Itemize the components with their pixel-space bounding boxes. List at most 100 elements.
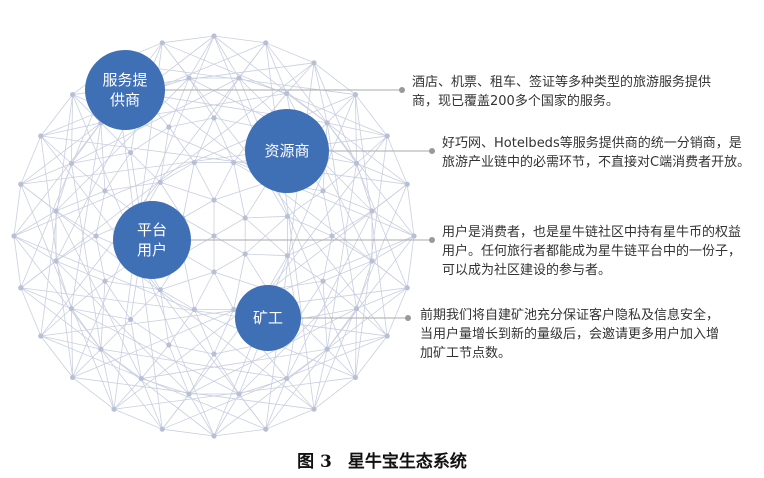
node-label-platform-user: 平台 用户 — [136, 221, 167, 259]
mesh-vertex — [236, 391, 242, 397]
node-label-resource-provider: 资源商 — [264, 142, 310, 160]
mesh-line — [313, 184, 408, 410]
mesh-line — [40, 42, 267, 337]
mesh-vertex — [186, 391, 192, 397]
mesh-vertex — [311, 406, 317, 412]
mesh-vertex — [127, 316, 134, 323]
mesh-vertex — [404, 285, 410, 291]
mesh-line — [313, 62, 356, 95]
mesh-vertex — [157, 287, 163, 293]
mesh-vertex — [211, 33, 217, 39]
node-label-service-provider: 服务提 供商 — [102, 71, 148, 109]
mesh-line — [40, 287, 408, 337]
mesh-line — [265, 235, 415, 430]
mesh-vertex — [166, 124, 172, 130]
mesh-vertex — [159, 40, 165, 46]
mesh-line — [188, 308, 357, 395]
mesh-line — [267, 255, 288, 290]
mesh-vertex — [384, 333, 390, 339]
mesh-line — [355, 94, 388, 337]
mesh-line — [244, 216, 288, 255]
mesh-line — [287, 215, 333, 237]
mesh-vertex — [411, 233, 417, 239]
mesh-line — [162, 335, 388, 430]
mesh-line — [13, 184, 22, 237]
mesh-line — [213, 199, 246, 219]
mesh-line — [100, 122, 106, 191]
mesh-vertex — [211, 351, 217, 357]
mesh-line — [386, 135, 408, 185]
mesh-line — [100, 319, 131, 350]
mesh-line — [71, 152, 131, 164]
mesh-line — [71, 163, 106, 192]
mesh-line — [193, 117, 215, 163]
mesh-line — [40, 94, 73, 137]
connector-dot — [405, 315, 411, 321]
mesh-line — [355, 335, 388, 378]
role-nodes — [85, 50, 329, 351]
mesh-line — [13, 235, 57, 262]
mesh-vertex — [320, 188, 326, 194]
mesh-line — [213, 181, 268, 201]
mesh-line — [193, 162, 215, 201]
mesh-line — [355, 135, 388, 378]
mesh-line — [20, 287, 215, 437]
network-mesh — [11, 33, 417, 439]
mesh-line — [72, 348, 102, 378]
mesh-line — [245, 253, 288, 257]
node-resource-provider — [245, 109, 329, 193]
mesh-line — [40, 122, 101, 137]
mesh-line — [213, 35, 408, 185]
mesh-line — [168, 344, 190, 395]
mesh-vertex — [11, 233, 17, 239]
mesh-vertex — [68, 160, 75, 166]
mesh-line — [113, 377, 356, 410]
mesh-vertex — [284, 213, 291, 219]
mesh-line — [313, 377, 356, 410]
mesh-line — [238, 344, 260, 395]
mesh-line — [182, 199, 215, 219]
mesh-line — [182, 253, 215, 273]
mesh-line — [371, 210, 415, 237]
mesh-line — [313, 62, 328, 123]
mesh-line — [265, 42, 315, 410]
mesh-line — [40, 335, 266, 430]
mesh-line — [213, 117, 235, 163]
mesh-vertex — [353, 306, 360, 312]
mesh-line — [55, 210, 142, 379]
mesh-line — [168, 77, 190, 128]
mesh-line — [40, 308, 72, 337]
mesh-line — [313, 62, 408, 288]
mesh-vertex — [186, 75, 192, 81]
mesh-line — [244, 253, 269, 290]
mesh-vertex — [242, 251, 248, 257]
mesh-line — [322, 163, 357, 192]
figure-number: 图 3 — [297, 452, 332, 472]
mesh-line — [193, 271, 215, 310]
mesh-line — [233, 253, 246, 310]
description-miner: 前期我们将自建矿池充分保证客户隐私及信息安全， 当用户量增长到新的量级后，会邀请… — [420, 308, 720, 361]
mesh-line — [188, 35, 215, 79]
mesh-vertex — [191, 306, 197, 313]
mesh-vertex — [191, 159, 197, 166]
mesh-line — [265, 42, 315, 64]
mesh-line — [71, 280, 106, 309]
mesh-line — [213, 35, 266, 44]
mesh-vertex — [138, 375, 144, 382]
mesh-line — [326, 122, 357, 309]
mesh-line — [233, 162, 246, 219]
mesh-vertex — [352, 374, 359, 381]
mesh-line — [55, 190, 106, 212]
mesh-line — [326, 348, 356, 378]
mesh-vertex — [311, 60, 317, 66]
mesh-vertex — [263, 426, 269, 432]
mesh-vertex — [53, 258, 59, 264]
mesh-line — [287, 235, 333, 257]
mesh-vertex — [69, 91, 76, 98]
mesh-line — [162, 35, 215, 44]
mesh-vertex — [231, 306, 237, 313]
mesh-line — [141, 344, 170, 379]
node-service-provider — [85, 50, 165, 130]
